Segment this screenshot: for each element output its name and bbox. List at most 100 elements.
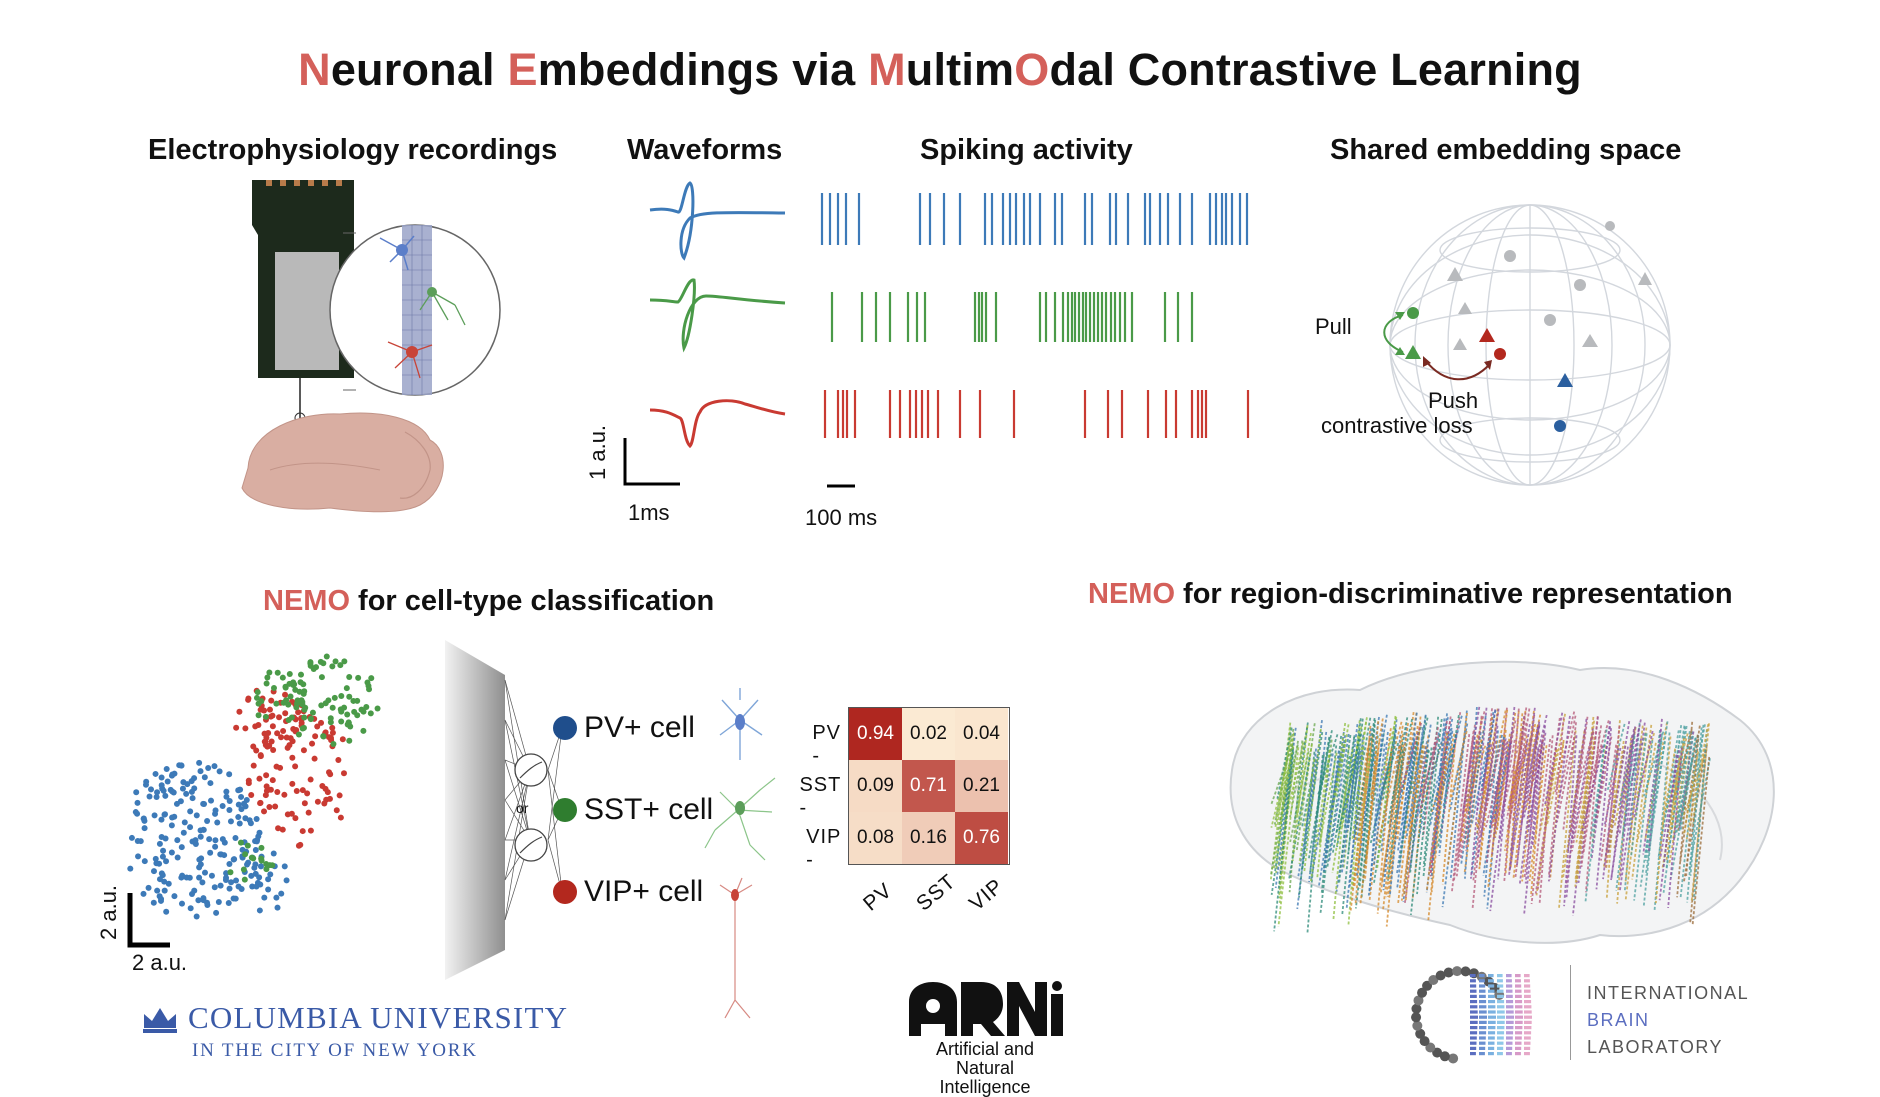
probe-streak [1538,735,1554,905]
ibl-bar [1506,1026,1514,1030]
ibl-bar [1506,989,1513,993]
umap-point [282,691,289,698]
umap-point [206,836,213,843]
umap-point [141,817,148,824]
umap-point [258,844,265,851]
ibl-bar [1488,1031,1496,1035]
ibl-bar [1497,1046,1504,1050]
probe-streak [1341,726,1363,828]
ibl-bar [1488,1052,1494,1056]
umap-point [301,688,308,695]
probe-streak [1600,744,1618,861]
probe-streak [1546,742,1565,826]
umap-point [141,858,148,865]
confusion-cell: 0.71 [902,760,955,812]
ibl-bar [1515,1005,1523,1009]
ibl-bar [1524,979,1530,983]
probe-streak [1645,730,1661,855]
confusion-cell: 0.08 [849,812,902,864]
umap-point [368,675,375,682]
probe-streak [1418,732,1440,838]
umap-point [219,802,226,809]
umap-point [345,720,352,727]
umap-point [160,847,167,854]
ibl-bar [1506,1052,1512,1056]
probe-streak [1588,720,1610,788]
or-label: or [516,800,529,816]
ibl-bar [1479,1046,1486,1050]
umap-point [162,835,169,842]
umap-point [270,684,277,691]
umap-point [289,780,296,787]
umap-point [268,738,275,745]
ibl-bar [1470,989,1477,993]
ibl-dot [1412,1020,1423,1031]
probe-streak [1498,706,1516,842]
probe-streak [1409,749,1429,916]
probe-streak [1485,740,1506,863]
probe-streak [1685,723,1710,840]
umap-point [256,775,263,782]
umap-point [292,763,299,770]
ibl-bar [1515,1036,1522,1040]
probe-streak [1654,736,1672,904]
probe-streak [1489,740,1513,912]
probe-streak [1274,735,1292,820]
umap-point [273,700,280,707]
probe-streak [1471,745,1490,910]
probe-streak [1378,716,1398,788]
probe-streak [1341,746,1360,916]
umap-point [195,897,202,904]
umap-point [240,866,247,873]
umap-point [241,800,248,807]
probe-streak [1430,717,1449,781]
umap-point [279,826,286,833]
confusion-cell: 0.76 [955,812,1008,864]
probe-streak [1526,740,1544,831]
ibl-bar [1524,1031,1532,1035]
umap-point [245,780,252,787]
umap-point [191,775,198,782]
umap-point [351,708,358,715]
umap-point [252,838,259,845]
umap-point [235,787,242,794]
umap-point [150,868,157,875]
umap-point [168,822,175,829]
ibl-bar [1497,994,1504,998]
probe-streak [1570,730,1586,833]
umap-point [374,705,381,712]
ibl-bar [1479,1052,1485,1056]
ibl-bar [1479,1020,1487,1024]
umap-point [248,872,255,879]
umap-point [221,839,228,846]
probe-streak [1464,745,1487,812]
probe-streak [1595,728,1612,890]
umap-point [298,719,305,726]
umap-point [253,816,260,823]
umap-point [223,874,230,881]
probe-streak [1323,750,1340,872]
ibl-bar [1515,1015,1523,1019]
umap-point [242,725,249,732]
probe-streak [1401,712,1418,825]
probe-streak [1329,743,1346,812]
umap-point [196,874,203,881]
umap-point [258,857,265,864]
probe-streak [1689,724,1705,876]
probe-streak [1500,739,1516,819]
umap-point [178,762,185,769]
probe-streak [1464,715,1483,851]
umap-point [178,900,185,907]
umap-point [283,697,290,704]
ibl-bar [1524,1000,1532,1004]
probe-streak [1382,721,1403,790]
ibl-divider [1570,965,1571,1060]
probe-streak [1483,730,1499,897]
probe-streak [1273,751,1295,932]
probe-streak [1535,749,1558,896]
umap-point [312,733,319,740]
umap-point [235,801,242,808]
umap-point [201,774,208,781]
umap-point [336,792,343,799]
